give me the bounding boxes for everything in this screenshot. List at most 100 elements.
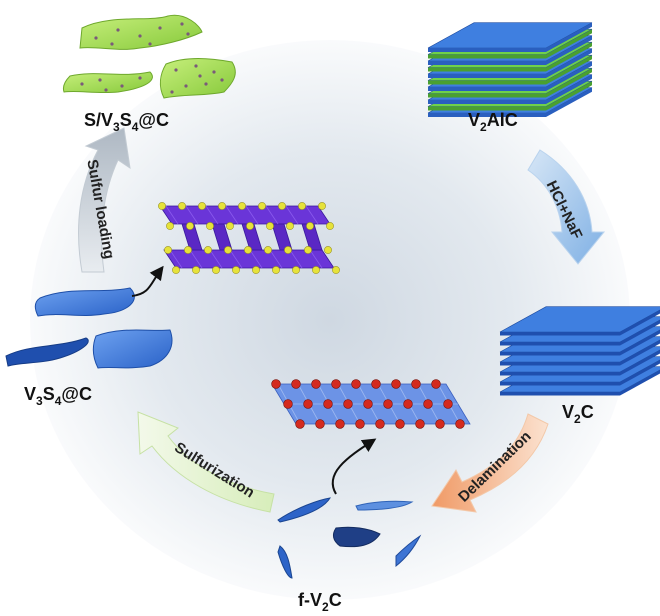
sulfur-atom xyxy=(258,202,266,210)
sulfur-atom xyxy=(184,246,192,254)
v3s4-facet xyxy=(245,205,259,225)
oxygen-atom xyxy=(455,419,465,429)
sulfur-atom xyxy=(158,202,166,210)
sulfur-atom xyxy=(244,246,252,254)
sulfur-dot xyxy=(98,78,102,82)
v3s4-facet xyxy=(225,205,239,225)
sulfur-atom xyxy=(206,222,214,230)
pointer-arrow-f-v2c xyxy=(331,438,377,495)
oxygen-atom xyxy=(283,399,293,409)
oxygen-atom xyxy=(335,419,345,429)
v3s4-facet xyxy=(265,205,279,225)
sulfur-dot xyxy=(138,34,142,38)
oxygen-atom xyxy=(423,399,433,409)
sulfur-dot xyxy=(220,78,224,82)
v3s4-c-sheets xyxy=(5,287,173,369)
v3s4-facet xyxy=(285,205,299,225)
sulfur-atom xyxy=(204,246,212,254)
oxygen-atom xyxy=(315,419,325,429)
label-v2c: V2C xyxy=(562,402,594,426)
v3s4-link xyxy=(211,223,233,251)
oxygen-atom xyxy=(411,379,421,389)
sulfur-atom xyxy=(178,202,186,210)
sulfur-dot xyxy=(110,42,114,46)
v3s4-facet xyxy=(165,205,179,225)
label-v3s4-c: V3S4@C xyxy=(24,384,92,408)
sulfur-loading-arrow: Sulfur loading xyxy=(78,127,131,273)
oxygen-atom xyxy=(431,379,441,389)
sulfur-atom xyxy=(318,202,326,210)
sulfur-atom xyxy=(186,222,194,230)
sulfur-dot xyxy=(198,74,202,78)
sulfur-atom xyxy=(192,266,200,274)
oxygen-atom xyxy=(415,419,425,429)
label-s-v3s4-c: S/V3S4@C xyxy=(84,110,169,134)
sulfur-atom xyxy=(298,202,306,210)
v3s4-facet xyxy=(205,205,219,225)
label-f-v2c: f-V2C xyxy=(298,590,342,614)
f-v2c-sheets xyxy=(277,497,422,579)
s-v3s4-c-sheets xyxy=(63,14,236,99)
sulfur-dot xyxy=(158,26,162,30)
sulfur-atom xyxy=(284,246,292,254)
sulfur-atom xyxy=(304,246,312,254)
sulfur-atom xyxy=(266,222,274,230)
sulfur-dot xyxy=(186,32,190,36)
sulfur-dot xyxy=(116,28,120,32)
v3s4-facet xyxy=(209,249,223,269)
sulfur-atom xyxy=(164,246,172,254)
sulfur-atom xyxy=(252,266,260,274)
f-v2c-crystal-structure xyxy=(271,379,471,429)
sulfur-atom xyxy=(324,246,332,254)
v3s4-crystal-structure xyxy=(158,202,340,274)
sulfur-atom xyxy=(286,222,294,230)
sulfur-dot xyxy=(184,84,188,88)
pointer-arrow-v3s4 xyxy=(131,265,164,297)
sulfur-dot xyxy=(204,82,208,86)
sulfur-dot xyxy=(194,64,198,68)
v3s4-facet xyxy=(289,249,303,269)
v2c-layered-stack xyxy=(499,306,660,396)
oxygen-atom xyxy=(371,379,381,389)
v3s4-facet xyxy=(305,205,319,225)
v3s4-link xyxy=(271,223,293,251)
sulfur-atom xyxy=(172,266,180,274)
v3s4-facet xyxy=(309,249,323,269)
sulfur-dot xyxy=(148,42,152,46)
oxygen-atom xyxy=(271,379,281,389)
oxygen-atom xyxy=(395,419,405,429)
sulfur-dot xyxy=(174,68,178,72)
v3s4-facet xyxy=(185,205,199,225)
oxygen-atom xyxy=(331,379,341,389)
label-v2alc: V2AlC xyxy=(468,110,518,134)
oxygen-atom xyxy=(403,399,413,409)
sulfur-dot xyxy=(170,90,174,94)
sulfur-atom xyxy=(292,266,300,274)
sulfur-atom xyxy=(218,202,226,210)
sulfur-dot xyxy=(138,76,142,80)
sulfur-atom xyxy=(332,266,340,274)
oxygen-atom xyxy=(375,419,385,429)
sulfur-atom xyxy=(312,266,320,274)
v2alc-layer xyxy=(427,22,593,52)
sulfur-dot xyxy=(94,36,98,40)
oxygen-atom xyxy=(383,399,393,409)
sulfur-atom xyxy=(226,222,234,230)
v3s4-facet xyxy=(169,249,183,269)
oxygen-atom xyxy=(303,399,313,409)
oxygen-atom xyxy=(323,399,333,409)
v2c-layer xyxy=(499,306,660,336)
v3s4-facet xyxy=(249,249,263,269)
sulfur-atom xyxy=(232,266,240,274)
sulfur-atom xyxy=(198,202,206,210)
oxygen-atom xyxy=(351,379,361,389)
sulfur-atom xyxy=(264,246,272,254)
oxygen-atom xyxy=(355,419,365,429)
sulfur-atom xyxy=(238,202,246,210)
sulfur-atom xyxy=(224,246,232,254)
sulfur-atom xyxy=(272,266,280,274)
v3s4-facet xyxy=(229,249,243,269)
oxygen-atom xyxy=(363,399,373,409)
